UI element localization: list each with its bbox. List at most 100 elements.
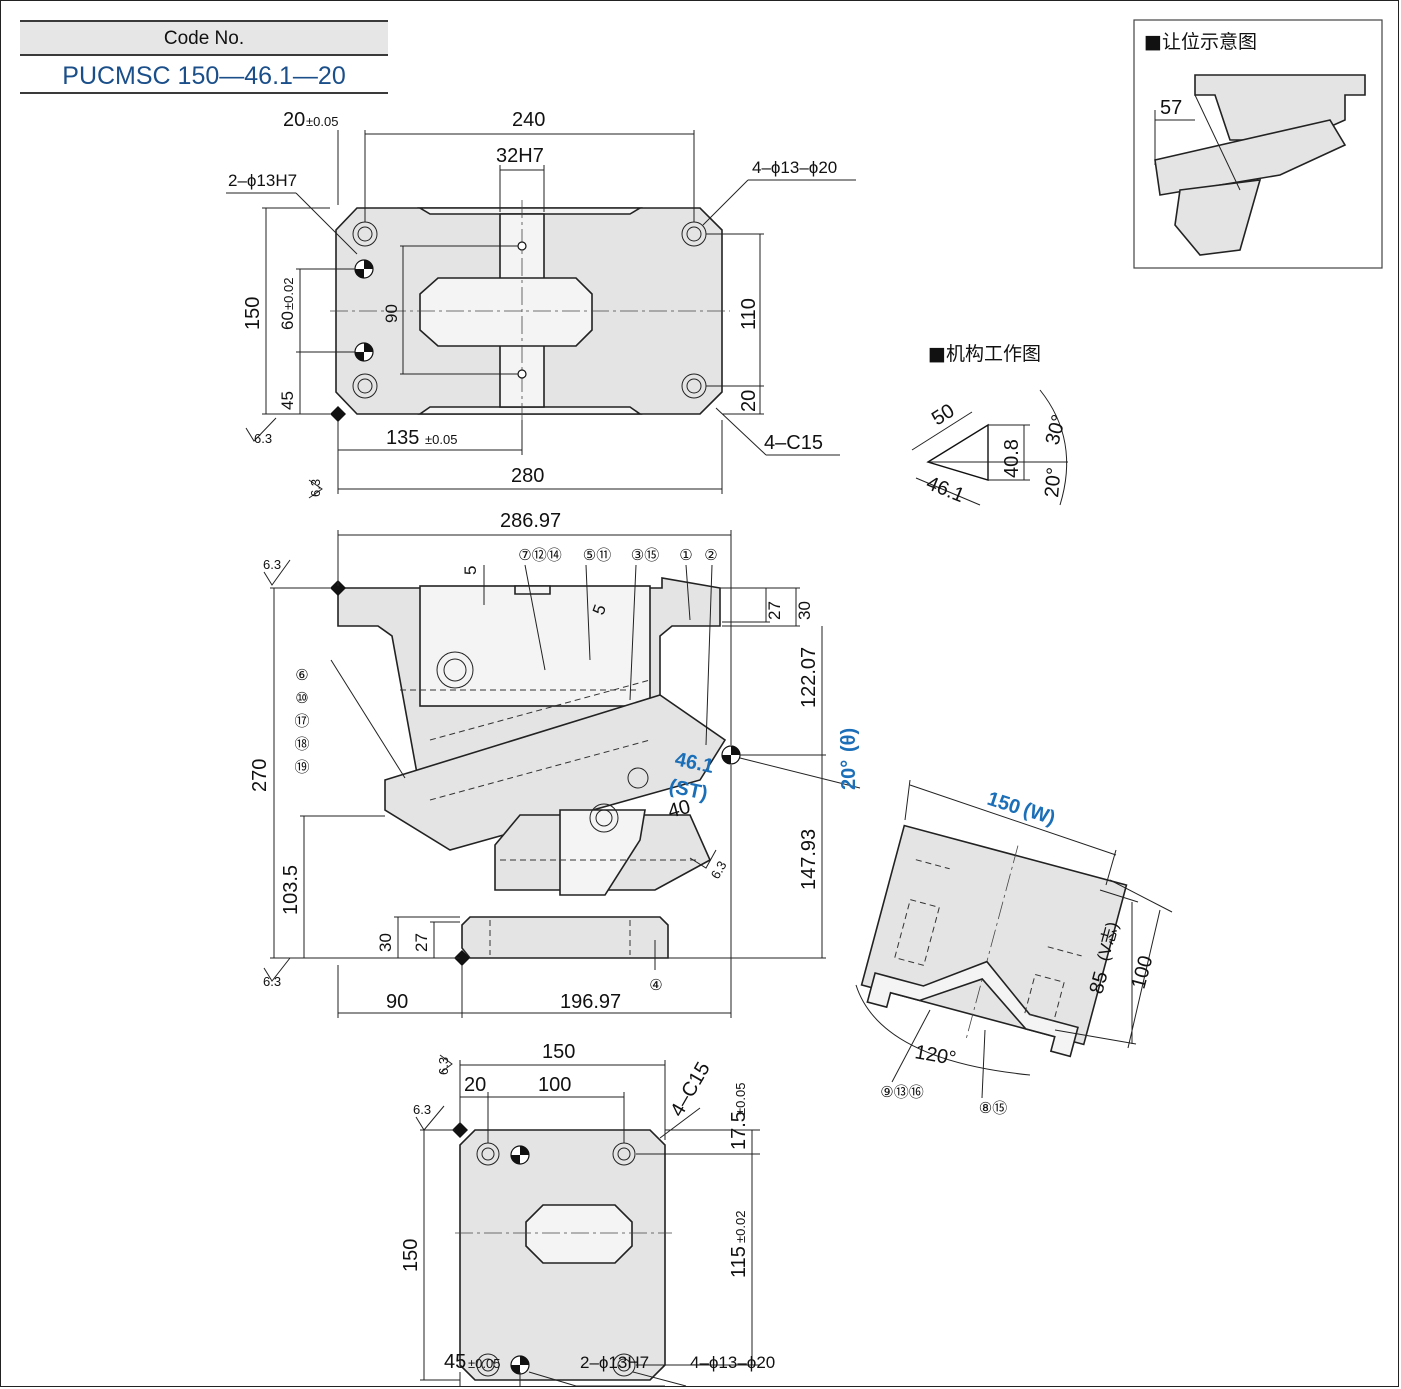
angle-symbol: (θ) bbox=[838, 728, 860, 752]
bolt-hole-icon bbox=[352, 373, 378, 399]
bolt-hole-icon bbox=[476, 1353, 500, 1377]
dowel-quadrant-icon bbox=[511, 1146, 529, 1164]
part-callout-7-12-14: ⑦⑫⑭ bbox=[518, 547, 561, 564]
dim-110: 110 bbox=[738, 298, 760, 330]
mechanism-angle-arc bbox=[1039, 389, 1068, 506]
bottom-tol-005: ±0.05 bbox=[733, 1083, 748, 1115]
dim-135: 135 bbox=[386, 427, 419, 449]
svg-text:6.3: 6.3 bbox=[263, 557, 281, 572]
part-callout-9-13-16: ⑨⑬⑯ bbox=[880, 1084, 923, 1101]
hidden-line bbox=[429, 739, 651, 801]
top-dowel-holes bbox=[354, 241, 527, 379]
svg-text:6.3: 6.3 bbox=[708, 858, 730, 881]
code-number-value: PUCMSC 150—46.1—20 bbox=[20, 58, 388, 94]
side-dim-lines bbox=[855, 779, 1173, 1099]
bolt-hole-icon bbox=[481, 1358, 495, 1372]
front-upper-pocket bbox=[419, 585, 651, 707]
dowel-quadrant-icon bbox=[355, 343, 373, 361]
front-lower-base bbox=[461, 916, 669, 959]
front-dim-lines bbox=[270, 530, 861, 1018]
side-dim-85: 85 bbox=[1086, 969, 1113, 996]
mechanism-dim-46-1-label: 46.1 bbox=[923, 472, 967, 507]
dim-286-97: 286.97 bbox=[500, 510, 561, 532]
bottom-dim-150v: 150 bbox=[400, 1239, 422, 1272]
mechanism-inset-title: ■机构工作图 bbox=[928, 343, 1041, 365]
clearance-dim-57: 57 bbox=[1160, 97, 1182, 119]
clearance-block bbox=[1174, 179, 1262, 256]
part-callout-6: ⑥ bbox=[295, 667, 308, 684]
bottom-dim-17-5: 17.5 bbox=[728, 1111, 750, 1150]
bolt-hole-icon bbox=[481, 1147, 495, 1161]
dim-103-5: 103.5 bbox=[280, 865, 302, 915]
bolt-hole-icon bbox=[612, 1353, 636, 1377]
top-pocket bbox=[419, 277, 593, 347]
part-callout-1: ① bbox=[679, 547, 692, 564]
dim-5a: 5 bbox=[461, 566, 480, 575]
roughness-symbol-icon: 6.3 bbox=[245, 417, 277, 446]
front-top-notch bbox=[514, 585, 551, 595]
mechanism-angle-20: 20° bbox=[1041, 466, 1066, 498]
hidden-line bbox=[894, 899, 940, 966]
roughness-symbol-icon: 6.3 bbox=[263, 557, 291, 586]
clamp-screw-icon bbox=[595, 809, 613, 827]
bottom-dim-100: 100 bbox=[538, 1074, 571, 1096]
front-slider bbox=[384, 694, 727, 851]
code-number-box: Code No. PUCMSC 150—46.1—20 bbox=[20, 20, 388, 96]
hole-bolt-callout: 4–ϕ13–ϕ20 bbox=[752, 158, 837, 177]
code-number-label: Code No. bbox=[20, 20, 388, 56]
dowel-quadrant-icon bbox=[511, 1356, 529, 1374]
tol-002: ±0.02 bbox=[281, 278, 296, 310]
bottom-dowel-holes bbox=[510, 1145, 530, 1375]
dim-240: 240 bbox=[512, 109, 545, 131]
mechanism-dim-461 bbox=[915, 477, 981, 506]
bottom-tol-002: ±0.02 bbox=[733, 1211, 748, 1243]
roughness-symbol-icon: 6.3 bbox=[436, 1054, 453, 1075]
bottom-tol-005b: ±0.05 bbox=[468, 1356, 500, 1371]
svg-text:6.3: 6.3 bbox=[263, 974, 281, 989]
dowel-quadrant-icon bbox=[355, 260, 373, 278]
top-view: 20 ±0.05 240 32H7 2–ϕ13H7 4–ϕ13–ϕ20 150 … bbox=[226, 109, 856, 499]
pivot-quadrant-icon bbox=[722, 746, 740, 764]
dim-30b: 30 bbox=[376, 933, 395, 952]
side-v-jaw bbox=[866, 960, 1079, 1058]
svg-text:6.3: 6.3 bbox=[308, 479, 323, 497]
dim-122-07: 122.07 bbox=[798, 647, 820, 708]
roughness-symbol-icon: 6.3 bbox=[308, 479, 323, 499]
dim-280: 280 bbox=[511, 465, 544, 487]
front-port-icon bbox=[436, 651, 474, 689]
dim-270: 270 bbox=[249, 759, 271, 792]
angle-value: 20° bbox=[838, 760, 860, 790]
side-width-symbol: (W) bbox=[1020, 799, 1057, 830]
datum-marker-icon bbox=[330, 406, 346, 422]
side-angle-120: 120° bbox=[913, 1041, 958, 1070]
mechanism-dim-50 bbox=[911, 411, 973, 451]
part-callout-5-11: ⑤⑪ bbox=[583, 547, 611, 564]
dim-30: 30 bbox=[795, 601, 814, 620]
hole-dowel-callout: 2–ϕ13H7 bbox=[228, 171, 297, 190]
side-view bbox=[860, 824, 1128, 1058]
bottom-dim-115: 115 bbox=[728, 1246, 750, 1278]
mechanism-inset: ■机构工作图 50 40.8 46.1 30° 20° bbox=[911, 343, 1071, 507]
svg-text:6.3: 6.3 bbox=[254, 431, 272, 446]
dim-150: 150 bbox=[242, 297, 264, 330]
top-rail-upper bbox=[417, 207, 643, 215]
bottom-dim-150: 150 bbox=[542, 1041, 575, 1063]
bolt-hole-icon bbox=[686, 378, 702, 394]
tol-005-135: ±0.05 bbox=[425, 432, 457, 447]
dim-147-93: 147.93 bbox=[798, 829, 820, 890]
dim-20: 20 bbox=[283, 109, 305, 131]
dim-90: 90 bbox=[382, 304, 401, 323]
bolt-hole-icon bbox=[617, 1147, 631, 1161]
front-view: 286.97 5 5 27 30 122.07 270 103.5 30 27 … bbox=[249, 510, 861, 1018]
svg-text:6.3: 6.3 bbox=[436, 1057, 451, 1075]
roughness-symbol-icon: 6.3 bbox=[263, 957, 291, 989]
bottom-dim-lines bbox=[420, 1060, 760, 1387]
part-callout-19: ⑲ bbox=[294, 759, 309, 776]
part-callout-2: ② bbox=[704, 547, 717, 564]
side-width-value: 150 bbox=[984, 788, 1023, 819]
part-callout-4: ④ bbox=[649, 977, 662, 994]
part-callout-10: ⑩ bbox=[295, 690, 308, 707]
dim-60: 60 bbox=[278, 311, 297, 330]
dim-27b: 27 bbox=[412, 933, 431, 952]
